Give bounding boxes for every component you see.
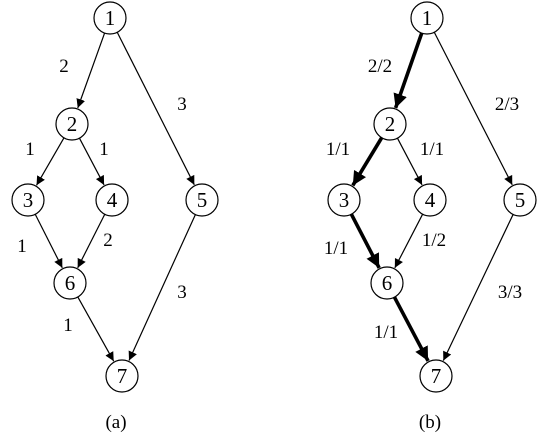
node-5: 5 bbox=[503, 183, 537, 217]
node-7: 7 bbox=[419, 359, 453, 393]
node-label-2: 2 bbox=[67, 112, 78, 136]
edge-2-4 bbox=[78, 137, 105, 186]
edge-label-2-3: 1 bbox=[25, 139, 35, 160]
node-6: 6 bbox=[370, 266, 404, 300]
edge-label-3-6: 1 bbox=[17, 236, 27, 257]
node-label-7: 7 bbox=[431, 364, 442, 388]
edge-3-6 bbox=[34, 214, 63, 269]
edge-label-2-4: 1 bbox=[99, 139, 109, 160]
node-5: 5 bbox=[185, 183, 219, 217]
edge-3-6 bbox=[349, 213, 381, 269]
node-4: 4 bbox=[413, 183, 447, 217]
node-1: 1 bbox=[410, 1, 444, 35]
edge-label-2-3: 1/1 bbox=[326, 139, 350, 160]
node-label-7: 7 bbox=[117, 364, 128, 388]
node-label-5: 5 bbox=[515, 188, 526, 212]
edge-label-6-7: 1 bbox=[63, 315, 73, 336]
edge-label-3-6: 1/1 bbox=[324, 238, 348, 259]
edge-label-1-2: 2/2 bbox=[368, 56, 392, 77]
edge-2-4 bbox=[396, 137, 423, 186]
edge-label-1-5: 2/3 bbox=[495, 94, 519, 115]
edge-4-6 bbox=[394, 213, 424, 269]
edge-1-5 bbox=[433, 31, 513, 186]
edge-label-4-6: 1/2 bbox=[422, 230, 446, 251]
node-7: 7 bbox=[105, 359, 139, 393]
node-3: 3 bbox=[11, 183, 45, 217]
node-4: 4 bbox=[95, 183, 129, 217]
node-label-1: 1 bbox=[422, 6, 433, 30]
edge-6-7 bbox=[77, 296, 115, 362]
edge-label-5-7: 3 bbox=[177, 282, 187, 303]
node-label-2: 2 bbox=[385, 112, 396, 136]
node-1: 1 bbox=[93, 1, 127, 35]
edge-5-7 bbox=[128, 214, 196, 361]
edge-2-3 bbox=[35, 137, 65, 186]
edge-label-1-5: 3 bbox=[177, 94, 187, 115]
edge-1-2 bbox=[76, 32, 106, 109]
node-label-5: 5 bbox=[197, 188, 208, 212]
edge-label-1-2: 2 bbox=[59, 56, 69, 77]
node-label-6: 6 bbox=[65, 271, 76, 295]
edge-1-2 bbox=[393, 32, 424, 109]
node-2: 2 bbox=[55, 107, 89, 141]
node-2: 2 bbox=[373, 107, 407, 141]
node-label-3: 3 bbox=[339, 188, 350, 212]
edge-5-7 bbox=[442, 214, 514, 361]
edge-1-5 bbox=[116, 32, 195, 186]
caption-a: (a) bbox=[105, 412, 126, 433]
node-label-1: 1 bbox=[105, 6, 116, 30]
node-label-6: 6 bbox=[382, 271, 393, 295]
edge-label-4-6: 2 bbox=[103, 230, 113, 251]
edge-label-6-7: 1/1 bbox=[374, 322, 398, 343]
edge-4-6 bbox=[77, 214, 106, 269]
node-label-3: 3 bbox=[23, 188, 34, 212]
caption-b: (b) bbox=[419, 412, 441, 433]
edge-2-3 bbox=[351, 136, 384, 187]
edge-6-7 bbox=[392, 296, 430, 362]
edge-label-2-4: 1/1 bbox=[420, 139, 444, 160]
node-3: 3 bbox=[327, 183, 361, 217]
graph-b: 2/2 2/3 1/1 1/1 1/1 1/2 3/3 1/1 1 2 3 4 5 6 7 bbox=[324, 1, 537, 393]
node-label-4: 4 bbox=[107, 188, 118, 212]
node-label-4: 4 bbox=[425, 188, 436, 212]
node-6: 6 bbox=[53, 266, 87, 300]
edge-label-5-7: 3/3 bbox=[498, 282, 522, 303]
